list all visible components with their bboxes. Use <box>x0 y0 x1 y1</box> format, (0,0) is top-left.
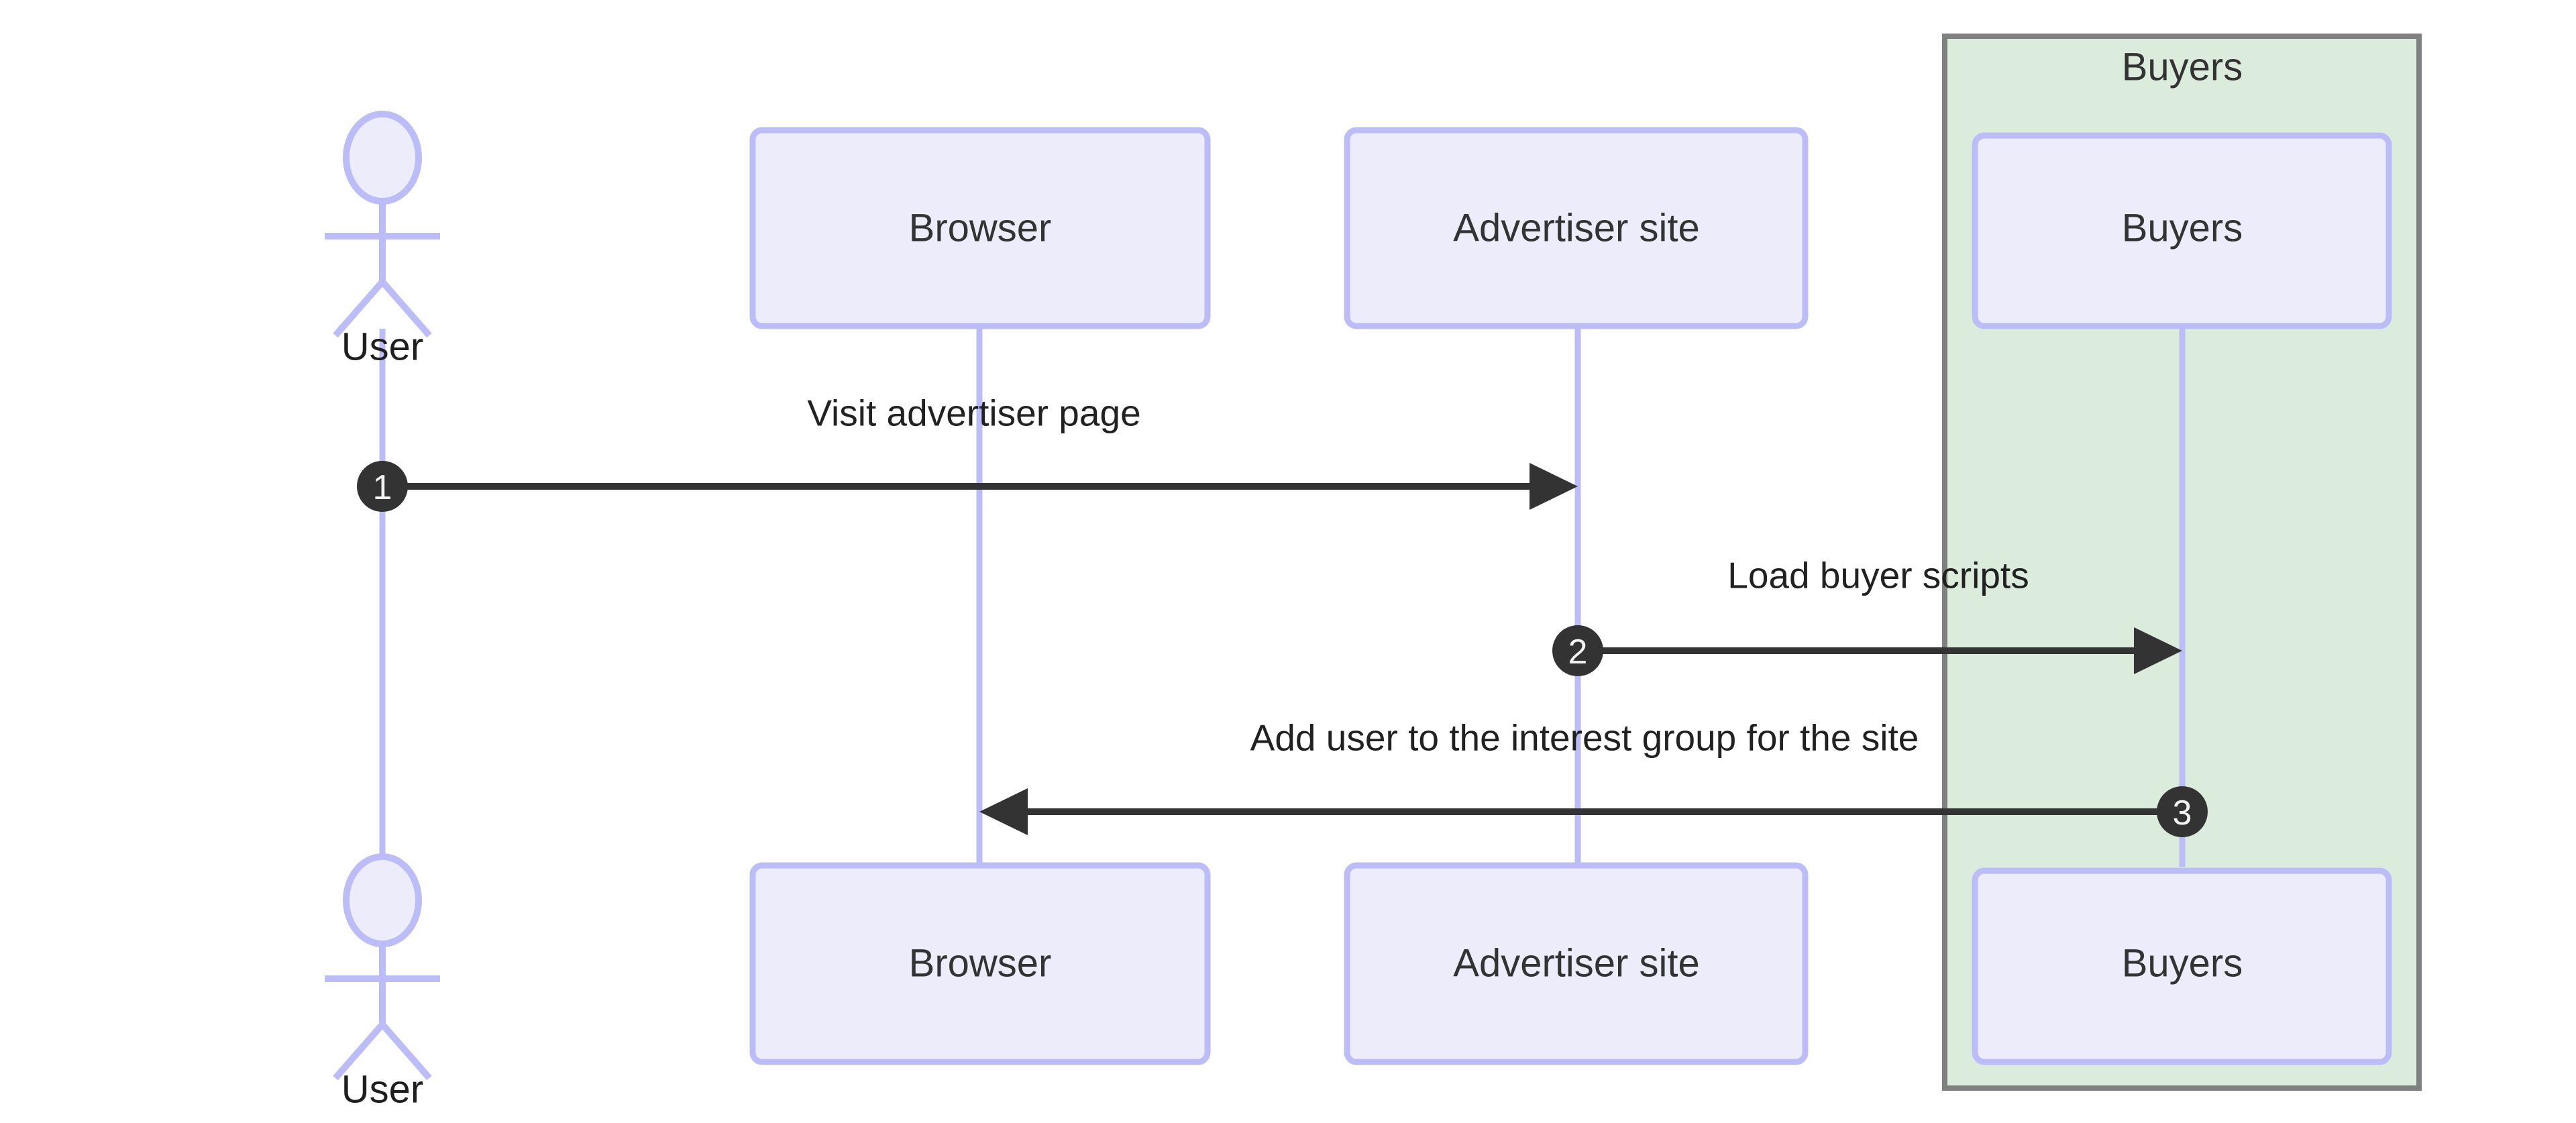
participant-box-browser-top[interactable] <box>749 127 1211 329</box>
participant-advertiser-top[interactable]: Advertiser site <box>1344 127 1809 329</box>
message-2[interactable]: Load buyer scripts 2 <box>1552 555 2182 676</box>
message-3[interactable]: Add user to the interest group for the s… <box>979 717 2208 837</box>
message-1[interactable]: Visit advertiser page 1 <box>357 392 1578 512</box>
actor-head-icon-bottom <box>343 853 422 947</box>
message-3-arrowhead-icon <box>979 788 1028 835</box>
participant-browser-top[interactable]: Browser <box>749 127 1211 329</box>
participant-box-advertiser-top[interactable] <box>1344 127 1809 329</box>
message-3-label: Add user to the interest group for the s… <box>1250 717 1919 759</box>
participant-browser-bottom[interactable]: Browser <box>749 862 1211 1065</box>
actor-head-icon <box>343 111 422 205</box>
participant-label-advertiser-top: Advertiser site <box>1453 206 1699 250</box>
message-1-arrowhead-icon <box>1529 463 1578 510</box>
participant-label-user-top: User <box>341 325 423 368</box>
participant-box-buyers-bottom[interactable] <box>1972 867 2392 1065</box>
message-2-badge <box>1552 625 1603 676</box>
message-3-badge <box>2157 786 2208 837</box>
message-1-number: 1 <box>373 468 392 507</box>
participant-label-advertiser-bottom: Advertiser site <box>1453 941 1699 985</box>
participant-label-buyers-bottom: Buyers <box>2122 941 2243 985</box>
message-2-number: 2 <box>1568 633 1588 672</box>
message-3-number: 3 <box>2173 794 2192 833</box>
message-2-label: Load buyer scripts <box>1727 555 2029 596</box>
actor-legs-icon-bottom <box>333 1022 432 1081</box>
message-1-label: Visit advertiser page <box>807 392 1140 434</box>
participant-label-browser-top: Browser <box>909 206 1052 250</box>
participant-box-browser-bottom[interactable] <box>749 862 1211 1065</box>
message-1-badge <box>357 461 408 512</box>
participant-user-top[interactable]: User <box>325 111 440 368</box>
group-box-title: Buyers <box>2122 45 2243 89</box>
message-2-arrowhead-icon <box>2134 627 2182 674</box>
participant-buyers-top[interactable]: Buyers <box>1972 132 2392 329</box>
actor-legs-icon <box>333 279 432 338</box>
participant-buyers-bottom[interactable]: Buyers <box>1972 867 2392 1065</box>
participant-advertiser-bottom[interactable]: Advertiser site <box>1344 862 1809 1065</box>
participant-label-browser-bottom: Browser <box>909 941 1052 985</box>
lifelines <box>379 329 2186 867</box>
participant-user-bottom[interactable]: User <box>325 853 440 1111</box>
participant-box-buyers-top[interactable] <box>1972 132 2392 329</box>
participant-label-user-bottom: User <box>341 1067 423 1111</box>
participant-box-advertiser-bottom[interactable] <box>1344 862 1809 1065</box>
participant-label-buyers-top: Buyers <box>2122 206 2243 250</box>
